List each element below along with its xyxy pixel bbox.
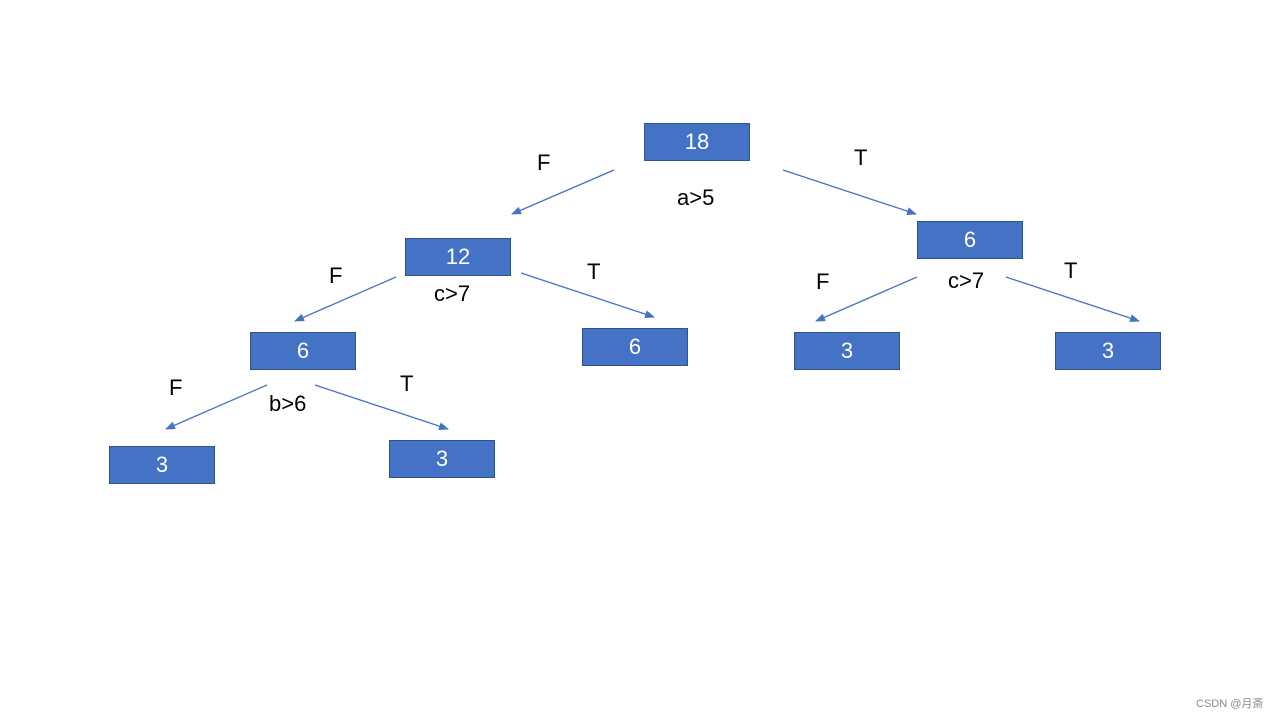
condition-right: c>7 [948, 268, 985, 293]
node-right-left: 3 [794, 332, 900, 370]
branch-label-right-false: F [816, 269, 830, 294]
edge-right-to-right-right [1005, 276, 1140, 322]
edge-left-to-left-left [294, 276, 397, 322]
watermark: CSDN @月斎 [1196, 698, 1264, 710]
node-left-left: 6 [250, 332, 356, 370]
node-left: 12 [405, 238, 511, 276]
edge-left-to-left-right [520, 272, 655, 318]
branch-label-left-left-false: F [169, 375, 183, 400]
node-right: 6 [917, 221, 1023, 259]
branch-label-left-false: F [329, 263, 343, 288]
node-root: 18 [644, 123, 750, 161]
edge-root-to-left [511, 169, 615, 215]
condition-left-left: b>6 [269, 391, 307, 416]
branch-label-root-true: T [854, 145, 868, 170]
edge-left-left-to-leaf-right [314, 384, 449, 430]
edge-right-to-right-left [815, 276, 918, 322]
node-left-left-left: 3 [109, 446, 215, 484]
condition-root: a>5 [677, 185, 715, 210]
node-right-right: 3 [1055, 332, 1161, 370]
branch-label-root-false: F [537, 150, 551, 175]
edge-left-left-to-leaf-left [165, 384, 268, 430]
branch-label-left-true: T [587, 259, 601, 284]
node-left-right: 6 [582, 328, 688, 366]
branch-label-left-left-true: T [400, 371, 414, 396]
edge-root-to-right [782, 169, 917, 215]
branch-label-right-true: T [1064, 258, 1078, 283]
condition-left: c>7 [434, 281, 471, 306]
node-left-left-right: 3 [389, 440, 495, 478]
